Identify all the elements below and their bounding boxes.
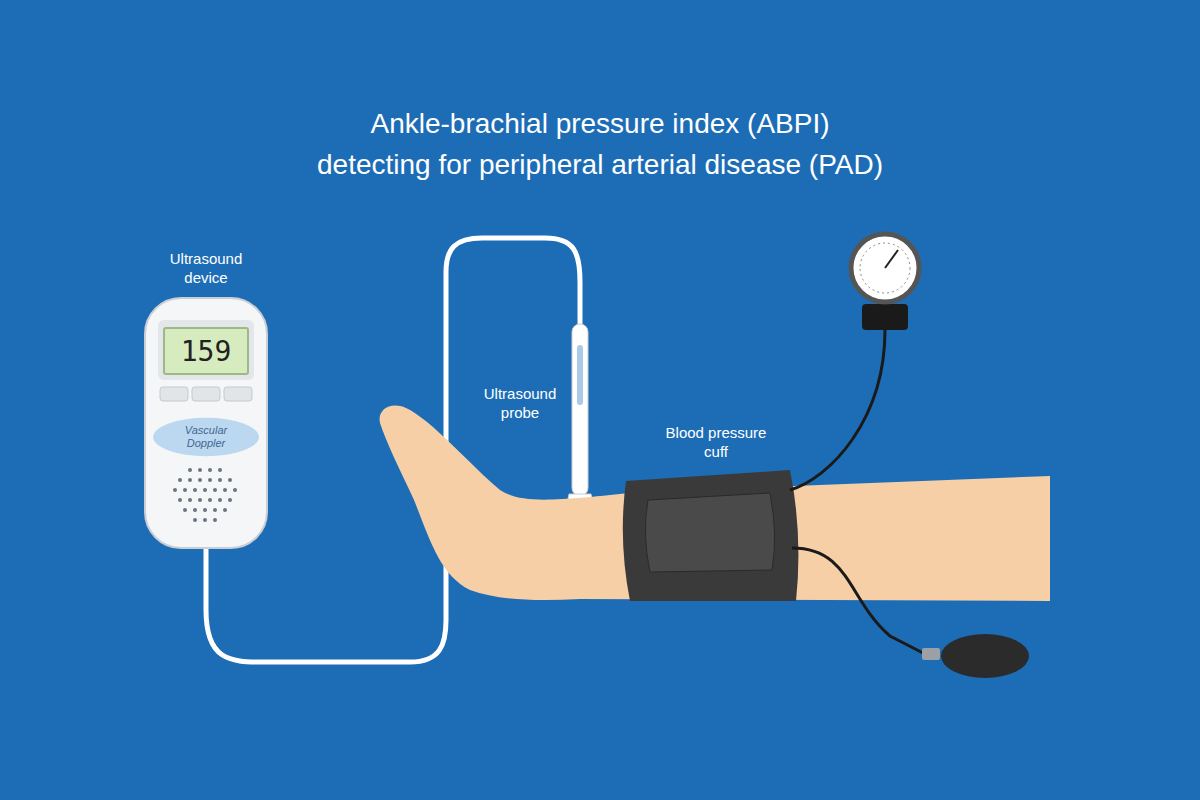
diagram-title: Ankle-brachial pressure index (ABPI) det… [240, 104, 960, 185]
probe-stripe [577, 345, 583, 405]
lcd-display: 159 [163, 327, 249, 375]
part-label: Blood pressure cuff [656, 424, 776, 462]
button [224, 387, 252, 401]
part-label: Ultrasound probe [474, 385, 566, 423]
ultrasound-probe [572, 324, 588, 496]
gauge-needle [885, 250, 898, 268]
speaker-grille [173, 468, 237, 522]
gauge-base [862, 304, 908, 330]
screen-bezel [158, 320, 254, 380]
gauge-ticks [860, 243, 910, 293]
blood-pressure-cuff [623, 470, 799, 601]
display-reading: 159 [181, 335, 232, 368]
gauge-tube [790, 330, 885, 490]
bulb-valve [922, 648, 940, 660]
button [192, 387, 220, 401]
brand-text: Vascular Doppler [166, 424, 246, 449]
cuff-panel [645, 493, 774, 572]
brand-oval: Vascular Doppler [152, 417, 260, 457]
button [160, 387, 188, 401]
leg [380, 406, 1050, 601]
doppler-device [145, 298, 267, 548]
part-label: Ultrasound device [146, 250, 266, 288]
inflation-bulb [941, 634, 1029, 678]
bulb-tube [792, 548, 925, 654]
pressure-gauge [851, 234, 919, 302]
